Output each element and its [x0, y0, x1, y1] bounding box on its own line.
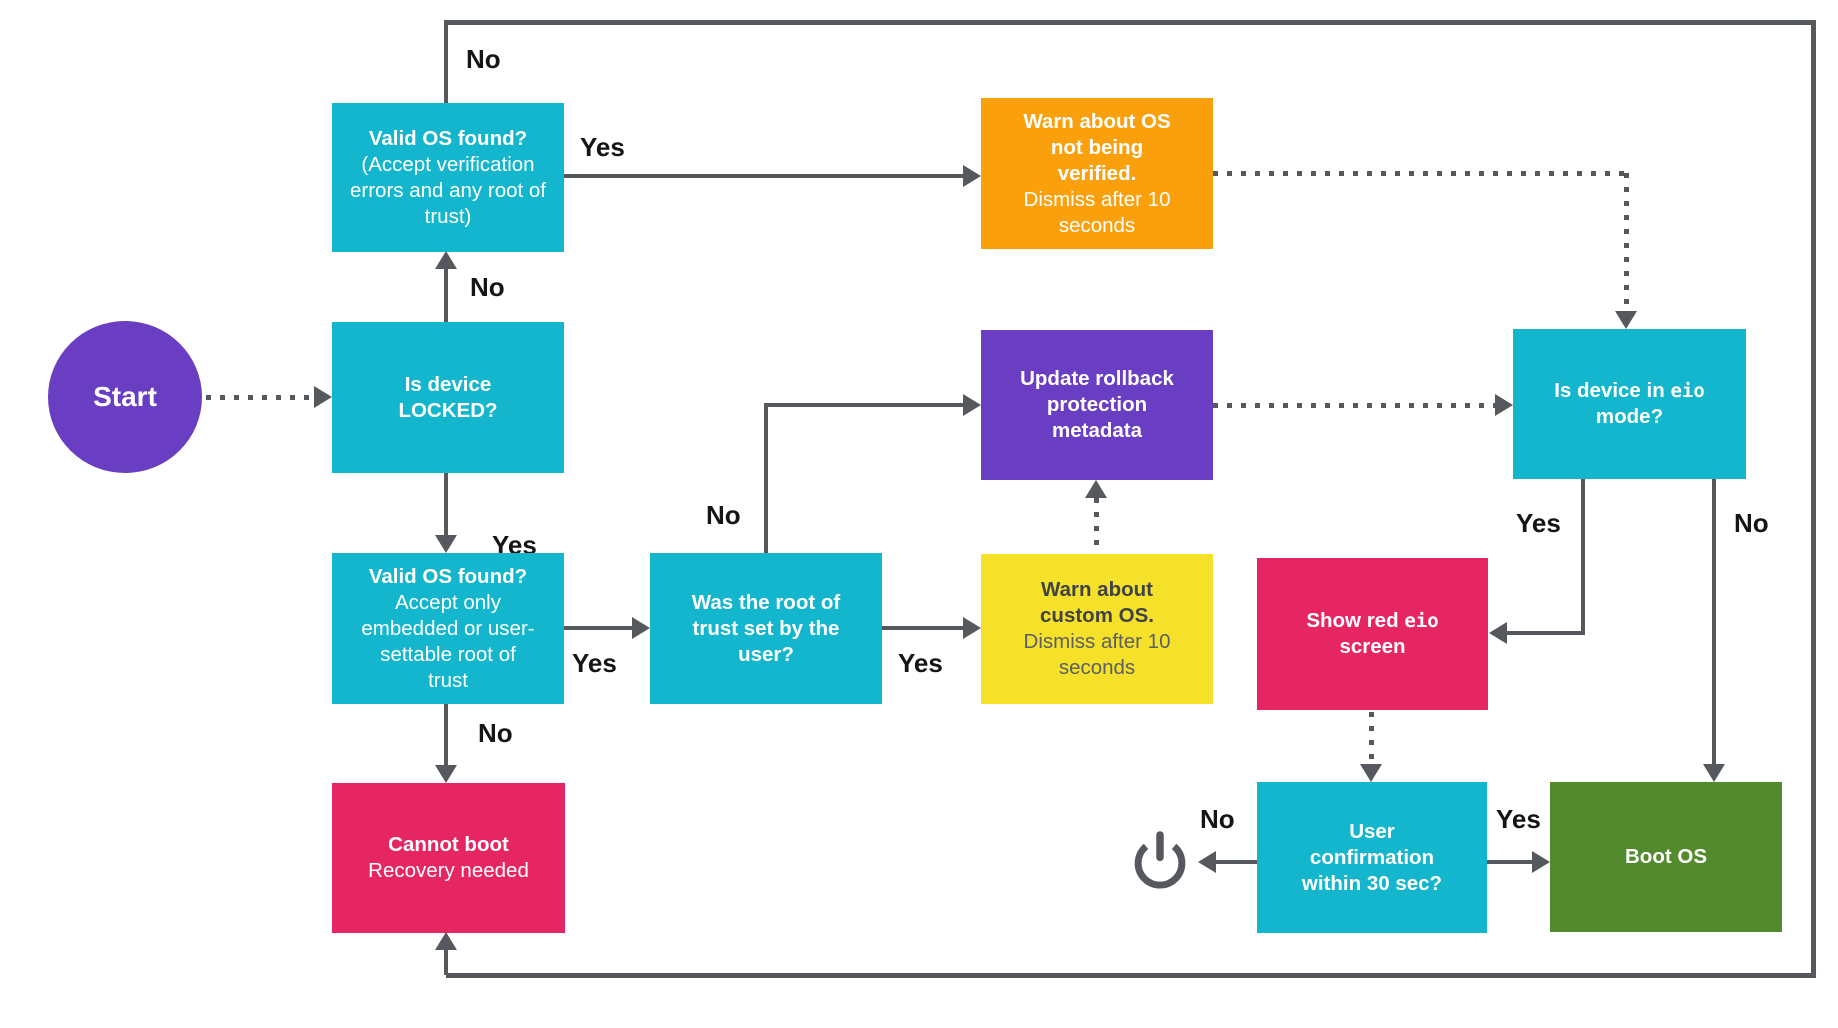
arrowhead-validmid-yes — [632, 617, 650, 639]
cannot-boot-title: Cannot boot — [388, 833, 509, 856]
edge-validmid-yes — [564, 626, 634, 630]
label-confirm-no: No — [1200, 804, 1235, 834]
boot-os-title: Boot OS — [1625, 845, 1707, 868]
arrowhead-locked-yes — [435, 535, 457, 553]
label-root-yes: Yes — [898, 648, 943, 678]
root-of-trust-title: Was the root of trust set by the user? — [691, 590, 841, 666]
edge-validmid-no — [444, 704, 448, 766]
valid-os-mid-title: Valid OS found? — [368, 564, 528, 588]
update-rollback-title: Update rollback protection metadata — [1020, 367, 1174, 442]
edge-eio-yes-vertical — [1581, 479, 1585, 633]
warn-custom-os-title: Warn about custom OS. — [1040, 578, 1154, 627]
arrowhead-showred — [1360, 764, 1382, 782]
node-start: Start — [48, 321, 202, 473]
arrowhead-eio-no — [1703, 764, 1725, 782]
edge-showred-dotted — [1369, 712, 1374, 764]
node-valid-os-top: Valid OS found? (Accept verification err… — [332, 103, 564, 252]
arrowhead-eio-yes — [1489, 622, 1507, 644]
warn-not-verified-subtitle: Dismiss after 10 seconds — [1023, 187, 1171, 237]
label-validmid-yes: Yes — [572, 648, 617, 678]
edge-root-yes — [882, 626, 964, 630]
edge-root-no-horizontal — [764, 403, 964, 407]
edge-start-dotted — [206, 395, 316, 400]
arrowhead-into-cannot-boot-bottom — [435, 932, 457, 950]
node-user-confirmation: User confirmation within 30 sec? — [1257, 782, 1487, 933]
edge-outer-loop-bottom — [446, 973, 1816, 978]
edge-locked-yes — [444, 473, 448, 537]
node-root-of-trust: Was the root of trust set by the user? — [650, 553, 882, 704]
arrowhead-validtop-yes — [963, 165, 981, 187]
label-validmid-no: No — [478, 718, 513, 748]
edge-eio-no — [1712, 479, 1716, 765]
edge-outer-loop-top — [444, 20, 1816, 25]
node-eio-mode: Is device in eio mode? — [1513, 329, 1746, 479]
label-validtop-yes: Yes — [580, 132, 625, 162]
node-warn-not-verified: Warn about OS not being verified. Dismis… — [981, 98, 1213, 249]
warn-not-verified-title: Warn about OS not being verified. — [1023, 109, 1171, 185]
node-update-rollback: Update rollback protection metadata — [981, 330, 1213, 480]
node-show-red-eio: Show red eio screen — [1257, 558, 1488, 710]
label-locked-no: No — [470, 272, 505, 302]
edge-eio-yes-horizontal — [1506, 631, 1585, 635]
edge-confirm-yes — [1487, 860, 1533, 864]
edge-outer-loop-right — [1811, 20, 1816, 978]
label-eio-no: No — [1734, 508, 1769, 538]
edge-confirm-no — [1216, 860, 1257, 864]
valid-os-mid-subtitle: Accept only embedded or user-settable ro… — [361, 590, 535, 692]
edge-validtop-yes — [564, 174, 964, 178]
edge-warnverified-dotted-h — [1213, 171, 1630, 176]
arrowhead-root-yes — [963, 617, 981, 639]
arrowhead-start — [314, 386, 332, 408]
edge-root-no-vertical — [764, 405, 768, 553]
arrowhead-warncustom — [1085, 480, 1107, 498]
is-locked-title: Is device LOCKED? — [398, 372, 498, 422]
node-boot-os: Boot OS — [1550, 782, 1782, 932]
show-red-eio-title: Show red eio screen — [1306, 609, 1439, 658]
edge-outer-loop-into-cannot-boot — [444, 949, 448, 975]
eio-mode-title: Is device in eio mode? — [1554, 379, 1705, 428]
node-warn-custom-os: Warn about custom OS. Dismiss after 10 s… — [981, 554, 1213, 704]
arrowhead-root-no — [963, 394, 981, 416]
arrowhead-confirm-yes — [1532, 851, 1550, 873]
arrowhead-confirm-no — [1198, 851, 1216, 873]
node-is-locked: Is device LOCKED? — [332, 322, 564, 473]
node-cannot-boot: Cannot boot Recovery needed — [332, 783, 565, 933]
arrowhead-rollback — [1495, 394, 1513, 416]
edge-warnverified-dotted-v — [1624, 173, 1629, 313]
warn-custom-os-subtitle: Dismiss after 10 seconds — [1023, 630, 1171, 679]
label-root-no: No — [706, 500, 741, 530]
arrowhead-warnverified — [1615, 311, 1637, 329]
edge-locked-no — [444, 267, 448, 322]
start-label: Start — [93, 381, 157, 412]
edge-outer-loop-up — [444, 22, 448, 103]
label-eio-yes: Yes — [1516, 508, 1561, 538]
label-confirm-yes: Yes — [1496, 804, 1541, 834]
arrowhead-locked-no — [435, 251, 457, 269]
user-confirmation-title: User confirmation within 30 sec? — [1301, 819, 1443, 895]
cannot-boot-subtitle: Recovery needed — [368, 859, 529, 882]
valid-os-top-subtitle: (Accept verification errors and any root… — [350, 152, 546, 228]
valid-os-top-title: Valid OS found? — [368, 126, 528, 150]
arrowhead-validmid-no — [435, 765, 457, 783]
edge-warncustom-dotted — [1094, 498, 1099, 554]
edge-rollback-dotted — [1213, 403, 1495, 408]
node-valid-os-mid: Valid OS found? Accept only embedded or … — [332, 553, 564, 704]
power-icon — [1134, 831, 1186, 889]
label-validtop-no: No — [466, 44, 501, 74]
